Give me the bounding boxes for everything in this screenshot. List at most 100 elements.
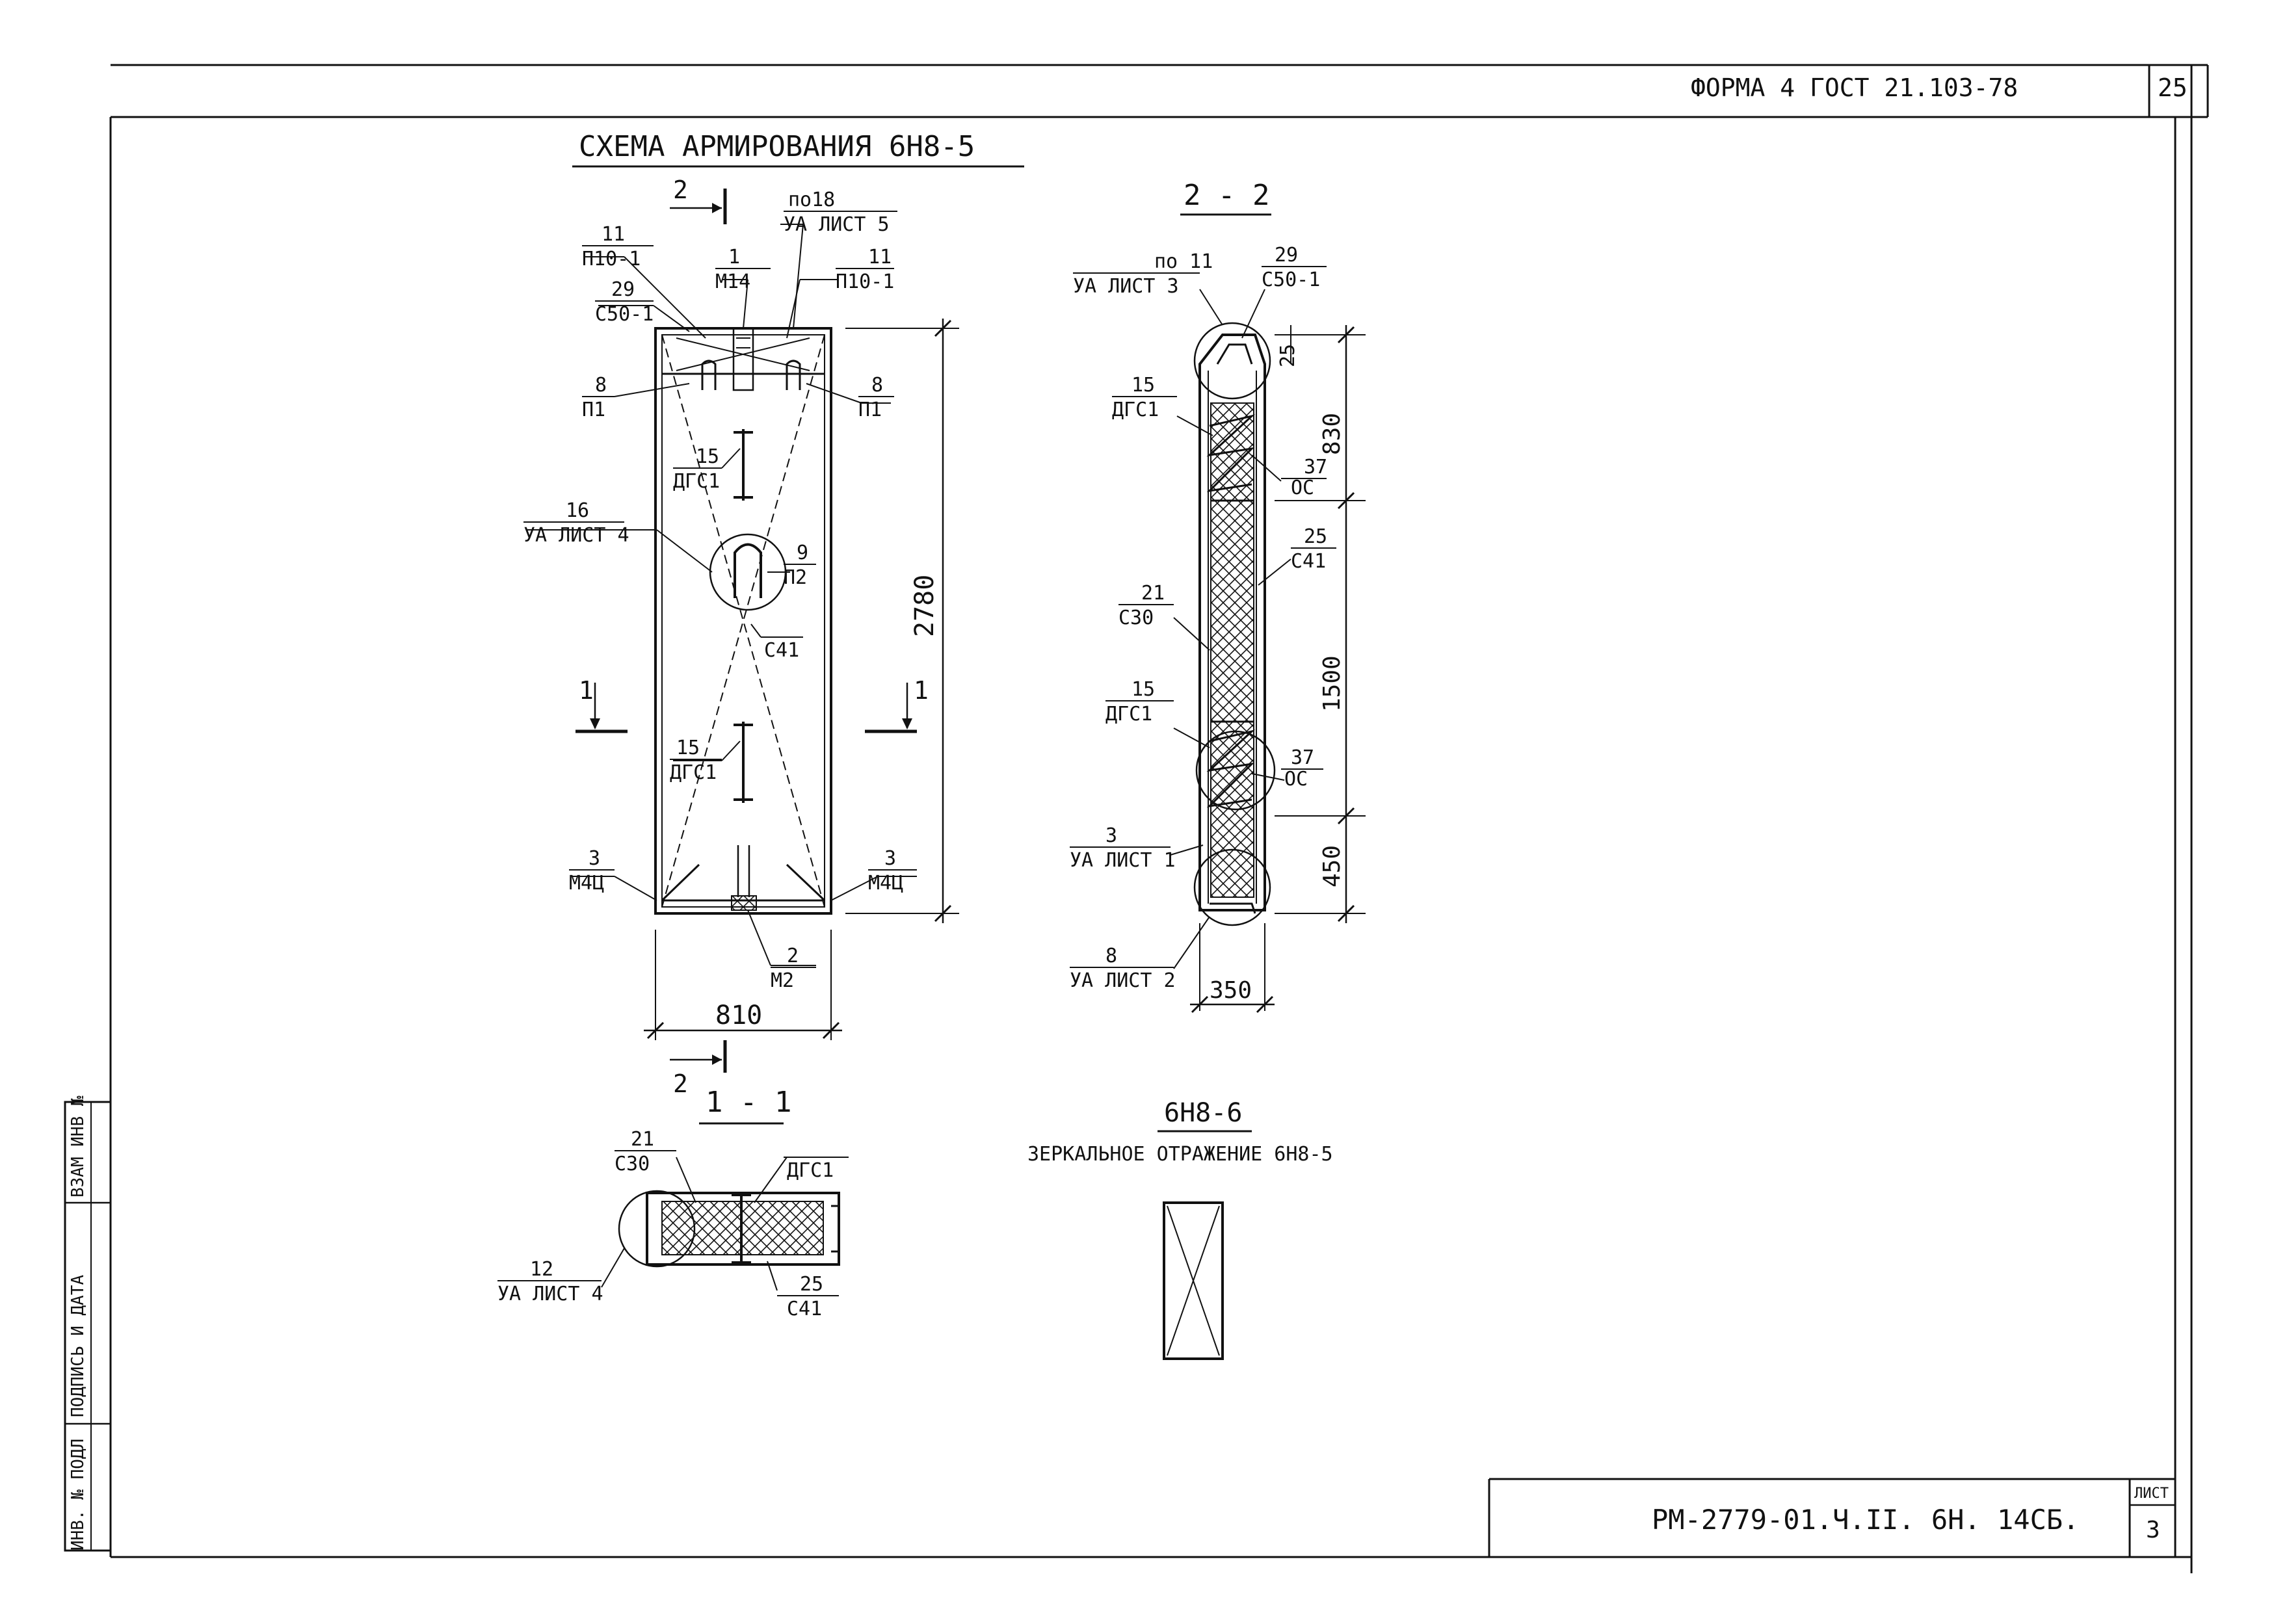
svg-text:11: 11 [868,246,892,268]
mirror-note: 6Н8-6 ЗЕРКАЛЬНОЕ ОТРАЖЕНИЕ 6Н8-5 [1027,1098,1333,1360]
svg-text:С41: С41 [787,1298,822,1320]
svg-text:2: 2 [787,945,799,967]
svg-text:29: 29 [611,278,635,301]
svg-text:УА ЛИСТ 4: УА ЛИСТ 4 [523,524,629,547]
callout: ДГС1 [784,1157,849,1182]
section-2-2-title: 2 - 2 [1184,179,1269,212]
svg-text:С41: С41 [764,639,799,662]
svg-text:ДГС1: ДГС1 [670,761,717,784]
section-1-mark-right: 1 [914,676,929,705]
dim-height: 2780 [910,575,940,637]
svg-text:9: 9 [797,542,808,564]
svg-text:П1: П1 [858,399,882,421]
svg-text:25: 25 [800,1273,823,1296]
svg-text:УА ЛИСТ 3: УА ЛИСТ 3 [1073,275,1179,298]
main-view: СХЕМА АРМИРОВАНИЯ 6Н8-5 [527,130,1024,1098]
sheet-number: 3 [2146,1517,2160,1543]
dim-25: 25 [1277,344,1299,367]
callout: 9П2 [784,542,816,589]
svg-text:3: 3 [1105,824,1117,847]
svg-text:1: 1 [728,246,740,268]
dim-450: 450 [1319,845,1345,887]
svg-text:С30: С30 [615,1153,650,1175]
svg-text:ДГС1: ДГС1 [1105,703,1152,726]
svg-text:по18: по18 [788,189,835,211]
section-1-mark-left: 1 [579,676,594,705]
svg-text:15: 15 [676,737,700,759]
callout: С41 [764,639,799,662]
svg-text:УА ЛИСТ 5: УА ЛИСТ 5 [784,213,890,236]
panel-outline [654,327,832,915]
svg-text:21: 21 [631,1128,654,1151]
page-number: 25 [2158,73,2188,102]
svg-text:15: 15 [1131,374,1155,397]
mirror-panel-icon [1163,1201,1224,1360]
section-2-mark-bottom: 2 [673,1069,688,1098]
svg-text:П1: П1 [582,399,605,421]
svg-text:25: 25 [1304,525,1327,548]
sheet-frame [109,64,2209,1573]
svg-text:П10-1: П10-1 [582,248,641,270]
svg-text:8: 8 [871,374,883,397]
svg-text:П10-1: П10-1 [836,270,894,293]
svg-text:ДГС1: ДГС1 [1112,399,1159,421]
title-block: РМ-2779-01.Ч.II. 6Н. 14СБ. ЛИСТ 3 [1488,1478,2175,1557]
svg-text:21: 21 [1141,582,1165,605]
callout: 3УА ЛИСТ 1 [1070,824,1176,872]
svg-text:С50-1: С50-1 [1262,268,1320,291]
section-1-1-title: 1 - 1 [706,1086,791,1119]
side-stamp: ИНВ. № ПОДЛ ПОДПИСЬ И ДАТА ВЗАМ ИНВ № [64,1095,112,1552]
svg-text:15: 15 [1131,678,1155,701]
svg-text:УА ЛИСТ 1: УА ЛИСТ 1 [1070,849,1176,872]
svg-text:С30: С30 [1118,607,1154,629]
svg-text:М4Ц: М4Ц [868,872,903,895]
svg-text:37: 37 [1291,746,1314,769]
svg-text:ОС: ОС [1284,768,1308,791]
main-view-title: СХЕМА АРМИРОВАНИЯ 6Н8-5 [579,130,975,163]
svg-text:ОС: ОС [1291,477,1314,499]
svg-text:12: 12 [530,1258,553,1281]
section-2-2: 2 - 2 25 830 1500 450 [1170,179,1366,1014]
svg-text:М14: М14 [715,270,750,293]
section-1-1: 1 - 1 [601,1086,840,1291]
svg-text:3: 3 [884,847,896,870]
svg-text:по 11: по 11 [1154,250,1213,273]
svg-text:ДГС1: ДГС1 [787,1159,834,1182]
svg-text:15: 15 [696,445,719,468]
stamp-cell-replace: ВЗАМ ИНВ № [68,1095,88,1198]
svg-text:П2: П2 [784,566,807,589]
dim-1500: 1500 [1319,655,1345,712]
svg-text:М2: М2 [771,969,794,992]
section-2-mark-top: 2 [673,176,688,204]
svg-text:С41: С41 [1291,550,1326,573]
sheet-label: ЛИСТ [2134,1486,2169,1502]
callout: 8П1 [858,374,894,421]
mirror-text: ЗЕРКАЛЬНОЕ ОТРАЖЕНИЕ 6Н8-5 [1027,1143,1333,1166]
svg-text:ДГС1: ДГС1 [673,470,720,493]
dim-width: 810 [715,1001,762,1030]
svg-text:11: 11 [602,223,625,246]
svg-text:8: 8 [595,374,607,397]
document-code: РМ-2779-01.Ч.II. 6Н. 14СБ. [1652,1504,2079,1536]
mirror-title: 6Н8-6 [1164,1098,1242,1128]
callout: 8П1 [582,374,615,421]
dim-830: 830 [1319,413,1345,455]
